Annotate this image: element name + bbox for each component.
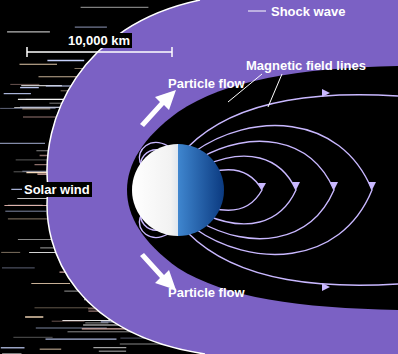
wind-streak [35, 307, 103, 308]
wind-streak [22, 108, 50, 109]
wind-streak [47, 60, 84, 61]
wind-streak [2, 353, 21, 354]
particle-flow-label: Particle flow [168, 285, 245, 300]
wind-streak [25, 316, 43, 317]
scale-bar [27, 47, 172, 57]
magnetosphere-cavity [127, 66, 398, 310]
wind-streak [85, 322, 108, 323]
wind-streak [81, 7, 149, 8]
wind-streak [0, 108, 56, 109]
wind-streak [10, 84, 39, 85]
shock-wave-label: Shock wave [271, 4, 345, 19]
solar-wind-label: Solar wind [22, 182, 92, 197]
wind-streak [4, 93, 31, 94]
wind-streak [31, 283, 70, 284]
wind-streak [17, 198, 50, 199]
wind-streak [8, 218, 54, 219]
planet-venus [132, 144, 224, 236]
particle-flow-label: Particle flow [168, 76, 245, 91]
scale-label: 10,000 km [66, 33, 132, 48]
wind-streak [36, 327, 107, 328]
wind-streak [18, 239, 51, 240]
wind-streak [0, 143, 45, 144]
wind-streak [20, 87, 39, 88]
wind-streak [68, 331, 138, 332]
wind-streak [20, 64, 58, 65]
wind-streak [13, 337, 52, 338]
wind-streak [99, 351, 126, 352]
field-lines-label: Magnetic field lines [246, 58, 366, 73]
wind-streak [40, 349, 62, 350]
wind-streak [75, 27, 107, 28]
shock-region [47, 0, 398, 354]
wind-streak [1, 347, 25, 348]
wind-streak [5, 211, 46, 212]
wind-streak [93, 347, 126, 348]
field-arrowheads [258, 89, 376, 291]
wind-streak [2, 267, 35, 268]
wind-streak [46, 339, 117, 340]
particle-flow-arrows [140, 90, 176, 290]
wind-streak [52, 321, 85, 322]
wind-streak [7, 31, 50, 32]
wind-streak [1, 252, 20, 253]
